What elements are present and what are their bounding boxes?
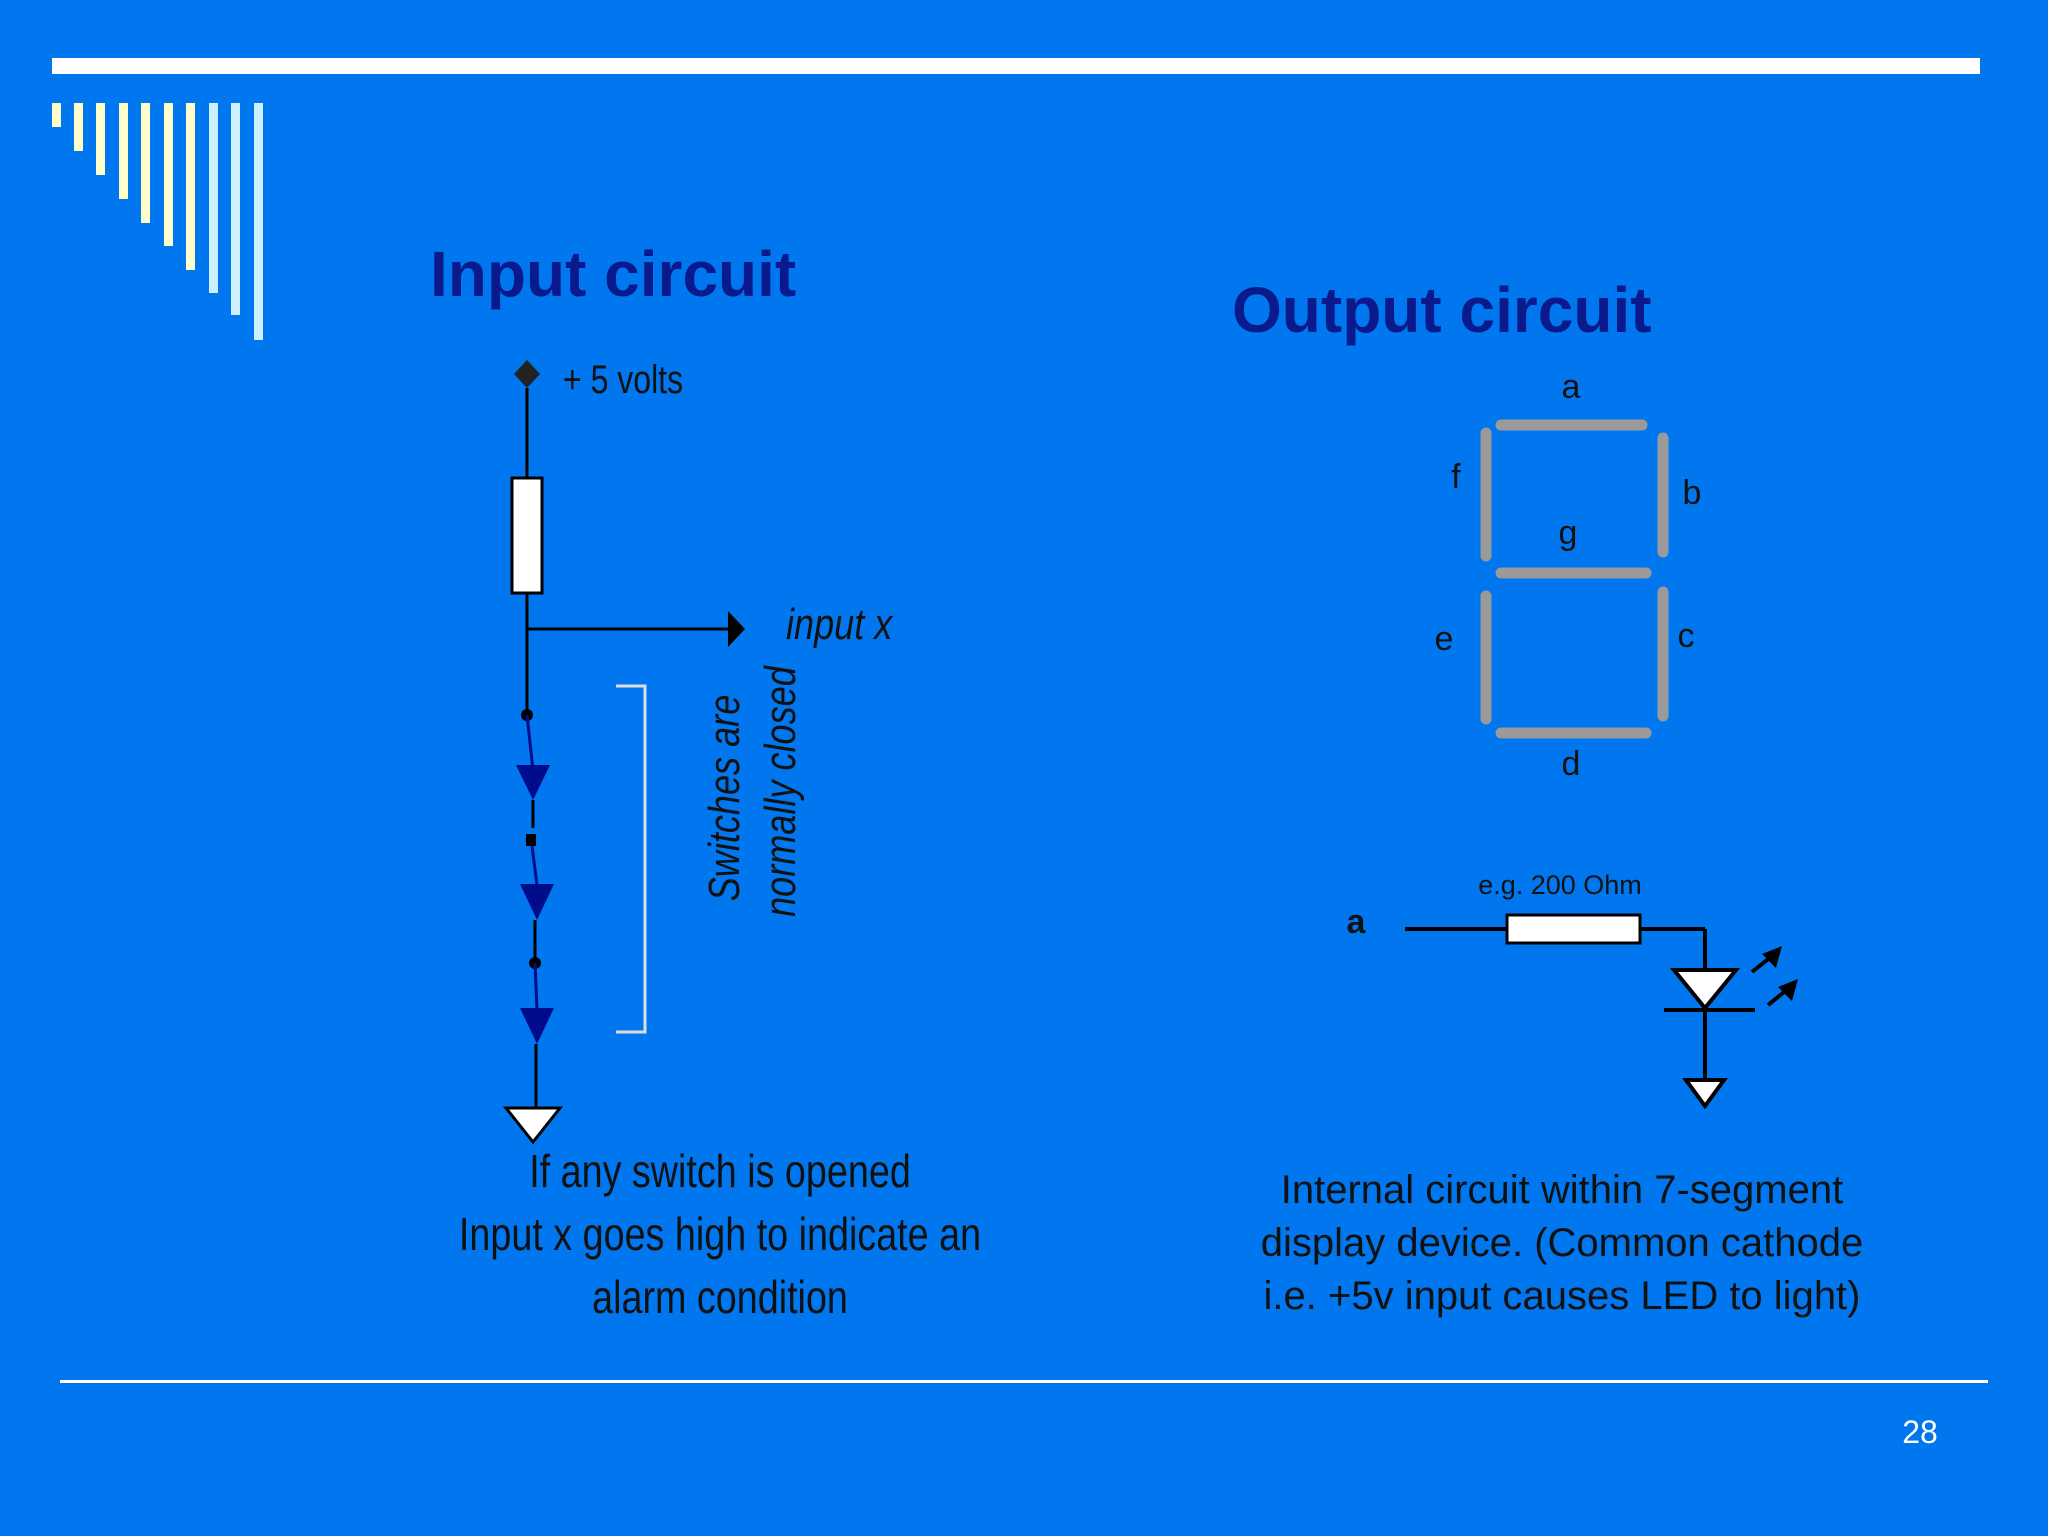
output-circuit-title: Output circuit bbox=[1232, 274, 1652, 346]
page-number: 28 bbox=[1902, 1414, 1938, 1450]
segment-label-d: d bbox=[1562, 745, 1581, 783]
output-caption-line1: Internal circuit within 7-segment bbox=[1280, 1168, 1844, 1212]
input-circuit-diagram bbox=[502, 360, 745, 1145]
segment-label-e: e bbox=[1435, 620, 1454, 658]
input-x-arrow-icon bbox=[728, 611, 745, 647]
switches-note-line2: normally closed bbox=[756, 666, 805, 917]
header-rule bbox=[52, 58, 1980, 74]
led-circuit-diagram: a e.g. 200 Ohm bbox=[1347, 870, 1798, 1110]
input-caption-line2: Input x goes high to indicate an bbox=[458, 1208, 982, 1260]
segment-label-a: a bbox=[1562, 370, 1581, 406]
ground-icon bbox=[502, 1106, 564, 1145]
input-circuit-title: Input circuit bbox=[430, 238, 797, 310]
segment-label-g: g bbox=[1559, 514, 1578, 552]
supply-label-wrap: + 5 volts bbox=[563, 358, 713, 402]
led-diode-icon bbox=[1669, 968, 1741, 1012]
decorative-stripes bbox=[52, 103, 263, 340]
switch-3-icon bbox=[520, 1008, 554, 1044]
switch-2-icon bbox=[520, 884, 554, 920]
seven-segment-display: a b c d e f g bbox=[1435, 370, 1702, 783]
output-caption: Internal circuit within 7-segment displa… bbox=[1222, 1164, 1902, 1323]
supply-label: + 5 volts bbox=[563, 358, 684, 402]
switch-bracket bbox=[616, 684, 647, 1034]
led-ground-icon bbox=[1682, 1078, 1728, 1110]
resistor-value-label: e.g. 200 Ohm bbox=[1478, 870, 1642, 900]
switches-note-line1: Switches are bbox=[700, 694, 749, 902]
switch-1-icon bbox=[516, 765, 550, 800]
segment-label-b: b bbox=[1683, 474, 1702, 512]
segment-label-c: c bbox=[1678, 617, 1695, 655]
led-resistor bbox=[1505, 913, 1642, 945]
supply-terminal-icon bbox=[514, 360, 540, 388]
led-input-label: a bbox=[1347, 903, 1367, 941]
input-caption-line1: If any switch is opened bbox=[529, 1145, 911, 1197]
input-x-label-wrap: input x bbox=[786, 600, 916, 650]
segment-label-f: f bbox=[1451, 458, 1461, 496]
output-caption-line2: display device. (Common cathode bbox=[1260, 1221, 1864, 1265]
output-caption-line3: i.e. +5v input causes LED to light) bbox=[1263, 1274, 1861, 1318]
input-caption-line3: alarm condition bbox=[592, 1271, 848, 1323]
input-caption: If any switch is opened Input x goes hig… bbox=[400, 1140, 1040, 1329]
footer-rule bbox=[60, 1380, 1988, 1383]
pullup-resistor bbox=[510, 476, 544, 595]
input-x-label: input x bbox=[786, 600, 893, 649]
light-emission-icon bbox=[1750, 946, 1798, 1007]
